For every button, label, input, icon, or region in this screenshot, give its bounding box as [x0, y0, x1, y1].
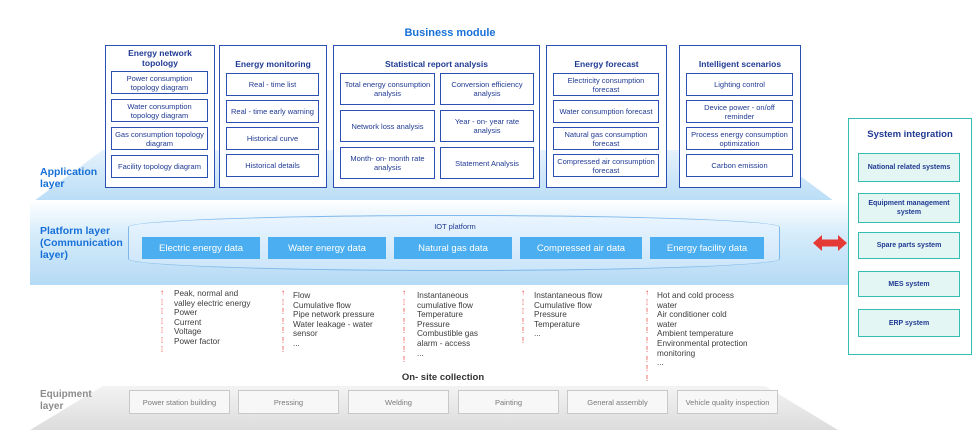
equip-vehicle-quality-inspection[interactable]: Vehicle quality inspection [677, 390, 778, 414]
equip-painting[interactable]: Painting [458, 390, 559, 414]
item-facility-topology[interactable]: Facility topology diagram [111, 155, 208, 178]
collection-compressed-air-column: Instantaneous flow Cumulative flow Press… [534, 291, 603, 339]
module-title: Statistical report analysis [385, 59, 488, 69]
item-historical-curve[interactable]: Historical curve [226, 127, 319, 150]
collection-water-column: Flow Cumulative flow Pipe network pressu… [293, 291, 375, 348]
business-module-title: Business module [404, 27, 496, 39]
equip-welding[interactable]: Welding [348, 390, 449, 414]
item-electricity-forecast[interactable]: Electricity consumption forecast [553, 73, 659, 96]
collection-electric-column: Peak, normal and valley electric energy … [174, 289, 251, 346]
module-title: Intelligent scenarios [698, 59, 782, 69]
platform-layer-label: Platform layer (Communication layer) [40, 225, 123, 261]
double-arrow-icon [813, 235, 847, 251]
sys-spare-parts[interactable]: Spare parts system [858, 232, 960, 259]
upload-arrow-icon: ↑⁞!!!!!!!! [645, 288, 649, 383]
item-lighting-control[interactable]: Lighting control [686, 73, 793, 96]
module-energy-monitoring: Energy monitoring Real - time list Real … [219, 45, 327, 188]
item-gas-topology[interactable]: Gas consumption topology diagram [111, 127, 208, 150]
item-water-forecast[interactable]: Water consumption forecast [553, 100, 659, 123]
equipment-layer-label: Equipment layer [40, 389, 92, 412]
upload-arrow-icon: ↑⁞⁞!!! [521, 288, 525, 345]
collection-gas-column: Instantaneous cumulative flow Temperatur… [417, 291, 478, 358]
item-total-energy[interactable]: Total energy consumption analysis [340, 73, 435, 105]
item-water-topology[interactable]: Water consumption topology diagram [111, 99, 208, 122]
module-title: Energy forecast [574, 59, 639, 69]
onsite-collection-label: On- site collection [401, 372, 485, 383]
item-statement-analysis[interactable]: Statement Analysis [440, 147, 534, 179]
data-energy-facility[interactable]: Energy facility data [650, 237, 764, 259]
equip-pressing[interactable]: Pressing [238, 390, 339, 414]
sys-equipment-management[interactable]: Equipment management system [858, 193, 960, 223]
item-realtime-list[interactable]: Real - time list [226, 73, 319, 96]
equip-general-assembly[interactable]: General assembly [567, 390, 668, 414]
upload-arrow-icon: ↑⁞!!!!!! [402, 288, 406, 364]
data-water-energy[interactable]: Water energy data [268, 237, 386, 259]
data-natural-gas[interactable]: Natural gas data [394, 237, 512, 259]
item-process-optimization[interactable]: Process energy consumption optimization [686, 127, 793, 150]
item-carbon-emission[interactable]: Carbon emission [686, 154, 793, 177]
application-layer-label: Application layer [40, 166, 98, 190]
module-intelligent-scenarios: Intelligent scenarios Lighting control D… [679, 45, 801, 188]
sys-erp[interactable]: ERP system [858, 309, 960, 337]
equip-power-station-building[interactable]: Power station building [129, 390, 230, 414]
sys-mes[interactable]: MES system [858, 271, 960, 297]
system-integration-panel: System integration National related syst… [848, 118, 972, 355]
iot-platform-label: IOT platform [434, 222, 476, 231]
item-gas-forecast[interactable]: Natural gas consumption forecast [553, 127, 659, 150]
collection-facility-column: Hot and cold process water Air condition… [657, 291, 748, 368]
item-compressed-air-forecast[interactable]: Compressed air consumption forecast [553, 154, 659, 177]
module-title: Energy network topology [128, 48, 192, 68]
item-device-power-reminder[interactable]: Device power - on/off reminder [686, 100, 793, 123]
module-energy-forecast: Energy forecast Electricity consumption … [546, 45, 667, 188]
item-power-topology[interactable]: Power consumption topology diagram [111, 71, 208, 94]
module-energy-network-topology: Energy network topology Power consumptio… [105, 45, 215, 188]
sys-national-related[interactable]: National related systems [858, 153, 960, 182]
data-compressed-air[interactable]: Compressed air data [520, 237, 642, 259]
module-title: Energy monitoring [235, 59, 311, 69]
data-electric-energy[interactable]: Electric energy data [142, 237, 260, 259]
upload-arrow-icon: ↑⁞!!!!! [281, 288, 285, 354]
item-realtime-warning[interactable]: Real - time early warning [226, 100, 319, 123]
module-statistical-report-analysis: Statistical report analysis Total energy… [333, 45, 540, 188]
upload-arrow-icon: ↑⁞⁞⁞⁞⁞⁞ [160, 288, 164, 354]
item-historical-details[interactable]: Historical details [226, 154, 319, 177]
system-integration-title: System integration [867, 129, 953, 140]
item-year-on-year[interactable]: Year - on- year rate analysis [440, 110, 534, 142]
item-conversion-efficiency[interactable]: Conversion efficiency analysis [440, 73, 534, 105]
item-month-on-month[interactable]: Month- on- month rate analysis [340, 147, 435, 179]
item-network-loss[interactable]: Network loss analysis [340, 110, 435, 142]
